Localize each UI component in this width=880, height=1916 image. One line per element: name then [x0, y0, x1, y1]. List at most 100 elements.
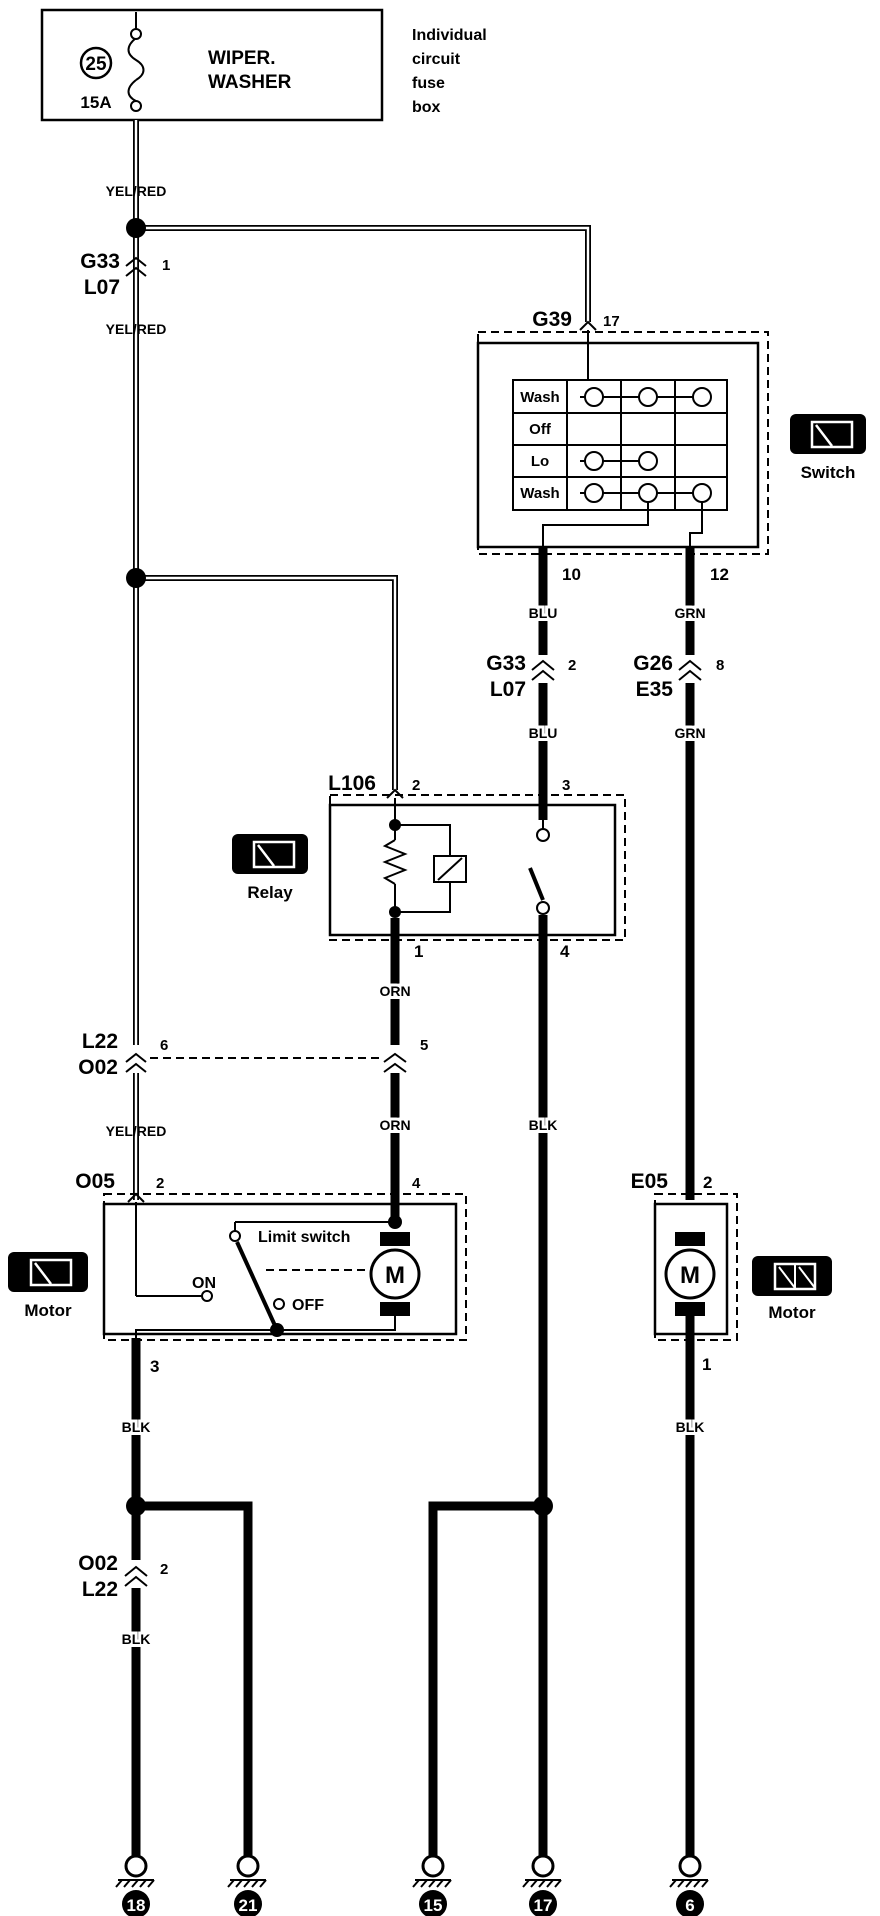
motor-right-badge-label: Motor — [768, 1303, 816, 1322]
connector-pin: 6 — [160, 1037, 168, 1054]
fuse-caption-4: box — [412, 99, 441, 116]
connector-l22-o02: L22 O02 6 5 — [78, 1030, 428, 1079]
wire-label-grn-2: GRN — [674, 725, 705, 741]
connector-o02-l22: O02 L22 2 — [78, 1552, 168, 1601]
connector-label-top: G33 — [80, 250, 120, 273]
fuse-box: 25 15A WIPER. WASHER — [40, 8, 384, 122]
wire-label-yelred-1: YEL/RED — [106, 183, 167, 199]
splice-1 — [126, 218, 146, 238]
motor-left-badge-label: Motor — [24, 1301, 72, 1320]
wire-label-blk-mid: BLK — [529, 1117, 558, 1133]
ground-number: 6 — [685, 1896, 694, 1915]
wire-yelred-to-switch — [136, 225, 591, 322]
connector-label-top: O02 — [78, 1552, 118, 1575]
connector-pin-2: 5 — [420, 1037, 428, 1054]
connector-label-top: G26 — [633, 652, 673, 675]
relay-pin-4: 4 — [560, 942, 570, 961]
relay-badge-label: Relay — [247, 883, 293, 902]
relay-l106: L106 2 3 — [328, 772, 626, 941]
switch-pin-12: 12 — [710, 565, 729, 584]
motor-e05: E05 2 M — [631, 1170, 738, 1341]
wire-blk-left — [131, 1338, 253, 1870]
wire-label-orn-2: ORN — [379, 1117, 410, 1133]
fuse-number: 25 — [85, 54, 107, 75]
motor-left-pin-4: 4 — [412, 1175, 421, 1192]
switch-row-wash-1: Wash — [520, 389, 559, 406]
connector-pin: 2 — [160, 1561, 168, 1578]
fuse-caption-2: circuit — [412, 51, 461, 68]
splice-3 — [126, 1496, 146, 1516]
connector-label-top: G33 — [486, 652, 526, 675]
connector-g33-l07-pin1: G33 L07 1 — [80, 250, 170, 299]
relay-pin-3: 3 — [562, 777, 570, 794]
connector-pin: 2 — [568, 657, 576, 674]
ground-number: 18 — [127, 1896, 146, 1915]
wire-label-yelred-3: YEL/RED — [106, 1123, 167, 1139]
switch-badge-label: Switch — [801, 463, 856, 482]
ground-15: 15 — [412, 1854, 452, 1916]
connector-label-top: L22 — [82, 1030, 118, 1053]
wire-label-grn-1: GRN — [674, 605, 705, 621]
motor-left-symbol: M — [385, 1262, 405, 1289]
switch-g39: G39 17 Wash Off Lo Wash — [476, 308, 769, 555]
svg-text:R: R — [15, 1257, 20, 1264]
fuse-caption-1: Individual — [412, 27, 487, 44]
relay-badge: R Relay — [232, 834, 308, 902]
motor-right-symbol: M — [680, 1262, 700, 1289]
wire-label-blk-right: BLK — [676, 1419, 705, 1435]
wire-label-blk-left-1: BLK — [122, 1419, 151, 1435]
svg-text:R: R — [239, 839, 244, 846]
fuse-number-circle — [79, 46, 113, 80]
switch-pin-17: 17 — [603, 313, 620, 330]
wire-label-yelred-2: YEL/RED — [106, 321, 167, 337]
motor-left-pin-2: 2 — [156, 1175, 164, 1192]
motor-right-badge: R Motor — [752, 1256, 832, 1322]
motor-right-id: E05 — [631, 1170, 669, 1193]
connector-pin: 1 — [162, 257, 170, 274]
motor-on-label: ON — [192, 1275, 216, 1292]
wire-label-blu-1: BLU — [529, 605, 558, 621]
svg-text:R: R — [759, 1261, 764, 1268]
switch-row-off: Off — [529, 421, 552, 438]
splice-2 — [126, 568, 146, 588]
svg-text:R: R — [797, 419, 802, 426]
wire-label-blk-left-2: BLK — [122, 1631, 151, 1647]
motor-right-pin-1: 1 — [702, 1355, 711, 1374]
motor-left-badge: R Motor — [8, 1252, 88, 1320]
ground-number: 21 — [239, 1896, 258, 1915]
connector-label-bottom: O02 — [78, 1056, 118, 1079]
wire-blk-mid-branch — [428, 1501, 543, 1870]
switch-badge: R Switch — [790, 414, 866, 482]
wire-yelred-to-relay — [136, 575, 398, 790]
fuse-box-title-line2: WASHER — [208, 72, 292, 93]
motor-left-pin-3: 3 — [150, 1357, 159, 1376]
connector-label-bottom: L07 — [490, 678, 526, 701]
ground-18: 18 — [115, 1854, 155, 1916]
ground-number: 17 — [534, 1896, 553, 1915]
switch-position-table: Wash Off Lo Wash — [512, 379, 728, 511]
motor-right-pin-2: 2 — [703, 1173, 712, 1192]
connector-g33-l07-pin2: G33 L07 2 — [486, 652, 576, 701]
switch-row-wash-2: Wash — [520, 485, 559, 502]
motor-off-label: OFF — [292, 1297, 324, 1314]
limit-switch-label: Limit switch — [258, 1229, 350, 1246]
fuse-box-title-line1: WIPER. — [208, 48, 276, 69]
connector-g26-e35: G26 E35 8 — [633, 652, 724, 701]
ground-number: 15 — [424, 1896, 443, 1915]
switch-pin-10: 10 — [562, 565, 581, 584]
connector-label-bottom: L22 — [82, 1578, 118, 1601]
relay-pin-2: 2 — [412, 777, 420, 794]
connector-pin: 8 — [716, 657, 724, 674]
fuse-rating: 15A — [80, 93, 111, 112]
wire-label-blu-2: BLU — [529, 725, 558, 741]
relay-id: L106 — [328, 772, 376, 795]
ground-17: 17 — [522, 1854, 562, 1916]
wire-label-orn-1: ORN — [379, 983, 410, 999]
switch-row-lo: Lo — [531, 453, 549, 470]
fuse-symbol — [127, 12, 145, 112]
motor-left-id: O05 — [75, 1170, 115, 1193]
motor-o05: O05 2 4 ON Limit switch OFF M — [75, 1170, 467, 1341]
connector-label-bottom: L07 — [84, 276, 120, 299]
splice-4 — [533, 1496, 553, 1516]
